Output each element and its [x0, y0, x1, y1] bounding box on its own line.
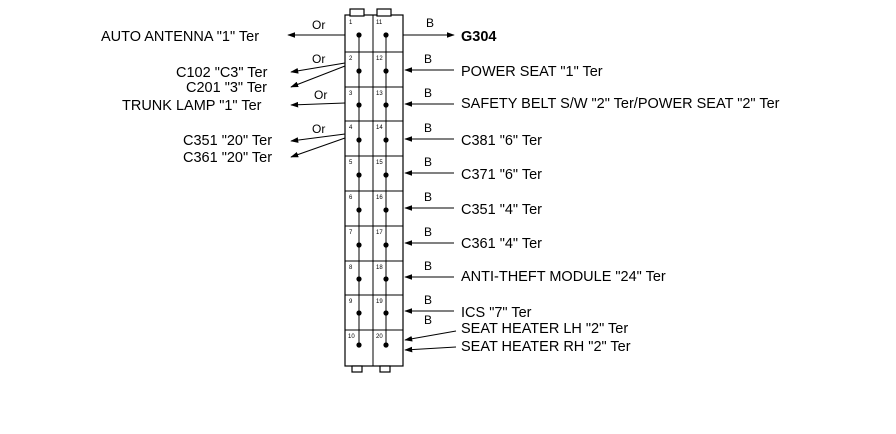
power-seat-label: POWER SEAT "1" Ter [461, 64, 603, 80]
pin-number: 5 [349, 160, 353, 166]
wire-color-label: B [424, 225, 432, 239]
pin-number: 12 [376, 56, 383, 62]
trunk-lamp-label: TRUNK LAMP "1" Ter [122, 98, 262, 114]
pin-number: 7 [349, 230, 353, 236]
pin-number: 6 [349, 195, 353, 201]
c381-label: C381 "6" Ter [461, 133, 542, 149]
pin-number: 16 [376, 195, 383, 201]
pin-number: 13 [376, 91, 383, 97]
pin-number: 14 [376, 125, 383, 131]
wire-color-label: Or [312, 18, 325, 32]
wire-color-label: B [424, 259, 432, 273]
wire-color-label: Or [314, 88, 327, 102]
wire-color-label: Or [312, 52, 325, 66]
left-connections: Or AUTO ANTENNA "1" Ter Or C102 "C3" Ter… [101, 18, 346, 166]
c371-label: C371 "6" Ter [461, 167, 542, 183]
c351-20-label: C351 "20" Ter [183, 133, 272, 149]
safety-belt-label: SAFETY BELT S/W "2" Ter/POWER SEAT "2" T… [461, 96, 780, 112]
pin-number: 8 [349, 265, 353, 271]
anti-theft-label: ANTI-THEFT MODULE "24" Ter [461, 269, 666, 285]
c361-4-label: C361 "4" Ter [461, 236, 542, 252]
wire-color-label: B [426, 16, 434, 30]
pin-number: 2 [349, 56, 353, 62]
connector-body [344, 8, 404, 373]
wire-color-label: B [424, 190, 432, 204]
seat-heater-lh-label: SEAT HEATER LH "2" Ter [461, 321, 628, 337]
wire-color-label: B [424, 155, 432, 169]
pin-number: 20 [376, 334, 383, 340]
wire-color-label: B [424, 121, 432, 135]
g304-label: G304 [461, 29, 496, 45]
pin-number: 9 [349, 299, 353, 305]
pin-number: 11 [376, 20, 383, 26]
pin-number: 4 [349, 125, 353, 131]
pin-number: 3 [349, 91, 353, 97]
pin-number: 17 [376, 230, 383, 236]
seat-heater-rh-label: SEAT HEATER RH "2" Ter [461, 339, 631, 355]
wire-color-label: B [424, 293, 432, 307]
c361-20-label: C361 "20" Ter [183, 150, 272, 166]
wire-color-label: Or [312, 122, 325, 136]
right-connections: B G304 B POWER SEAT "1" Ter B SAFETY BEL… [403, 16, 780, 355]
c102-label: C102 "C3" Ter [176, 65, 268, 81]
wire-color-label: B [424, 313, 432, 327]
pin-number: 15 [376, 160, 383, 166]
pin-number: 18 [376, 265, 383, 271]
pins-right: 11 12 13 14 15 16 17 18 19 20 [376, 20, 389, 348]
ics-label: ICS "7" Ter [461, 305, 532, 321]
pin-number: 10 [348, 334, 355, 340]
pin-number: 1 [349, 20, 353, 26]
wire-color-label: B [424, 52, 432, 66]
wire-color-label: B [424, 86, 432, 100]
auto-antenna-label: AUTO ANTENNA "1" Ter [101, 29, 259, 45]
c201-label: C201 "3" Ter [186, 80, 267, 96]
pins-left: 1 2 3 4 5 6 7 8 9 10 [348, 20, 362, 348]
pin-number: 19 [376, 299, 383, 305]
c351-4-label: C351 "4" Ter [461, 202, 542, 218]
